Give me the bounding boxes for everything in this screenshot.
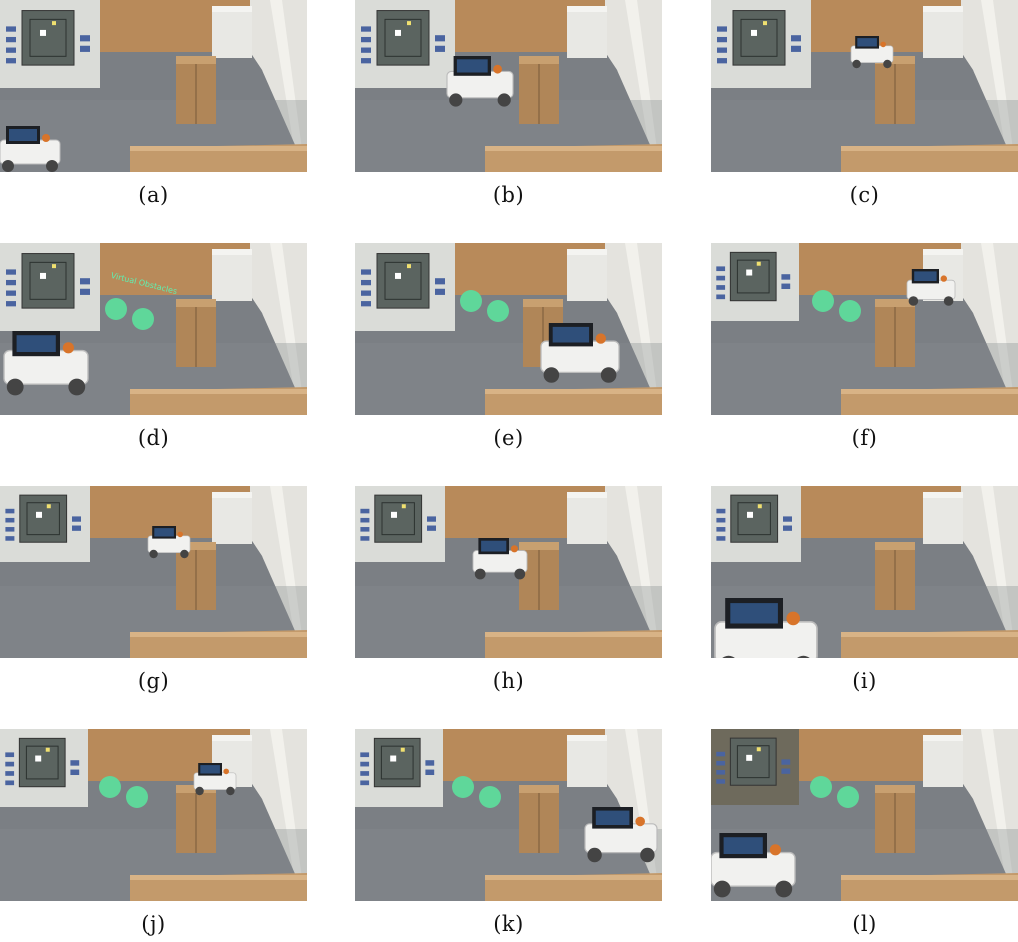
virtual-obstacle: [839, 300, 861, 322]
map-inset: [355, 243, 455, 331]
figure-panel: Virtual Obstacles (d): [0, 243, 307, 450]
figure-panel: (g): [0, 486, 307, 693]
panel-photo: [711, 243, 1018, 415]
map-inset: [355, 0, 455, 88]
map-inset: [711, 729, 799, 805]
figure-panel: (l): [711, 729, 1018, 936]
cabinet: [923, 6, 963, 58]
map-inset: [711, 243, 799, 321]
map-inset: [0, 0, 100, 88]
robot: [446, 56, 514, 107]
robot: [584, 807, 658, 863]
robot: [850, 36, 894, 69]
panel-caption: (a): [138, 183, 169, 207]
figure-panel: (f): [711, 243, 1018, 450]
panel-caption: (g): [137, 669, 170, 693]
figure-panel: (j): [0, 729, 307, 936]
figure-panel: (a): [0, 0, 307, 207]
panel-photo: [0, 486, 307, 658]
floor: [0, 781, 307, 901]
panel-photo: [711, 729, 1018, 901]
panel-caption: (h): [492, 669, 525, 693]
virtual-obstacle: [837, 786, 859, 808]
panel-photo: [355, 243, 662, 415]
floor: [0, 538, 307, 658]
virtual-obstacle: [479, 786, 501, 808]
robot: [906, 269, 956, 306]
virtual-obstacle: [126, 786, 148, 808]
robot: [193, 763, 237, 796]
figure-panel: (k): [355, 729, 662, 936]
figure-panel: (c): [711, 0, 1018, 207]
panel-caption: (b): [492, 183, 525, 207]
floor: [355, 781, 662, 901]
cabinet: [923, 492, 963, 544]
robot: [714, 598, 818, 658]
robot: [3, 331, 89, 396]
panel-caption: (d): [137, 426, 170, 450]
cabinet: [567, 735, 607, 787]
figure-panel: (b): [355, 0, 662, 207]
virtual-obstacle: [812, 290, 834, 312]
panel-caption: (f): [851, 426, 878, 450]
map-inset: [0, 243, 100, 331]
cabinet: [212, 6, 252, 58]
virtual-obstacle: [452, 776, 474, 798]
map-inset: [355, 729, 443, 807]
cabinet: [567, 492, 607, 544]
panel-photo: [711, 486, 1018, 658]
cabinet: [212, 492, 252, 544]
robot: [472, 538, 528, 580]
panel-caption: (c): [849, 183, 880, 207]
figure-panel: (e): [355, 243, 662, 450]
panel-caption: (j): [141, 912, 166, 936]
panel-caption: (e): [493, 426, 524, 450]
map-inset: [355, 486, 445, 562]
map-inset: [0, 729, 88, 807]
figure-panel: (h): [355, 486, 662, 693]
virtual-obstacle: [487, 300, 509, 322]
floor: [711, 295, 1018, 415]
panel-photo: [355, 0, 662, 172]
robot: [711, 833, 796, 898]
panel-caption: (i): [852, 669, 877, 693]
panel-photo: [711, 0, 1018, 172]
map-inset: [0, 486, 90, 562]
panel-caption: (l): [852, 912, 877, 936]
panel-photo: [0, 0, 307, 172]
virtual-obstacle: [132, 308, 154, 330]
panel-photo: [355, 729, 662, 901]
floor: [355, 538, 662, 658]
map-inset: [711, 486, 801, 562]
figure-panel: (i): [711, 486, 1018, 693]
panel-caption: (k): [493, 912, 524, 936]
panel-photo: [355, 486, 662, 658]
robot: [540, 323, 620, 383]
virtual-obstacle: [105, 298, 127, 320]
cabinet: [567, 249, 607, 301]
robot: [147, 526, 191, 559]
panel-photo: Virtual Obstacles: [0, 243, 307, 415]
virtual-obstacle: [810, 776, 832, 798]
virtual-obstacle: [460, 290, 482, 312]
cabinet: [212, 249, 252, 301]
robot: [0, 126, 61, 172]
panel-photo: [0, 729, 307, 901]
virtual-obstacle: [99, 776, 121, 798]
cabinet: [567, 6, 607, 58]
cabinet: [923, 735, 963, 787]
map-inset: [711, 0, 811, 88]
